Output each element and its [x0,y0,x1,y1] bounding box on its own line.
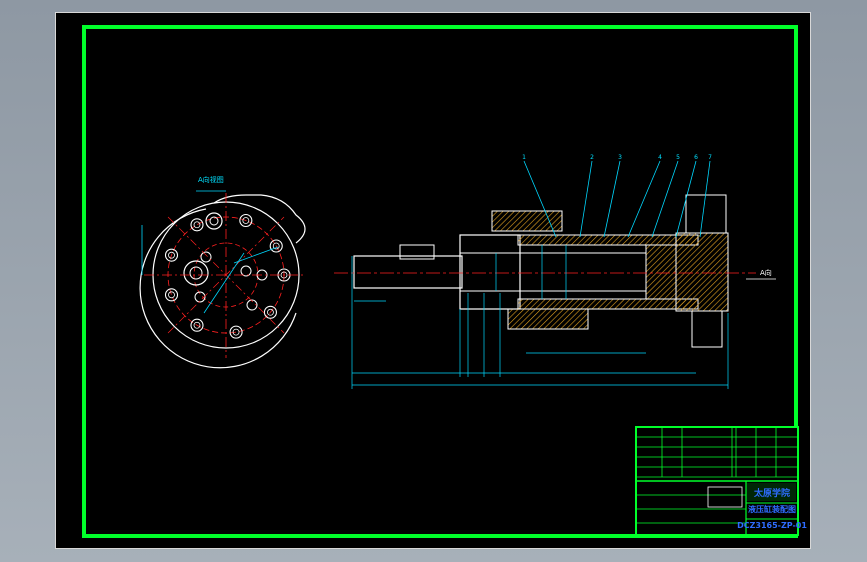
bolt-hole [190,318,204,332]
school-cell [746,483,796,501]
bolt-hole-inner [232,328,240,336]
bore-circle-inner [189,266,203,280]
title-block: 太原学院 液压缸装配图 DCZ3165-ZP-01 [635,426,807,536]
tb-sub-box [707,486,743,508]
leader-line [603,160,621,238]
bolt-hole-inner [267,308,274,316]
bolt-hole-inner [168,251,175,259]
leader-line [579,160,593,238]
rear-cap [685,194,727,234]
front-flange [491,210,563,232]
leader-line [699,160,711,238]
inner-hole [194,291,206,303]
bolt-hole [229,325,243,339]
part-number: 6 [694,154,698,161]
bolt-hole-inner [280,271,288,279]
bolt-hole-inner [193,321,201,329]
drawing-frame [82,25,798,538]
part-number: 1 [522,154,526,161]
part-number: 2 [590,154,594,161]
drawing-sheet[interactable]: A向视图 [55,12,811,549]
bolt-holes [164,213,291,339]
rear-port [691,310,723,348]
bolt-hole [190,218,204,232]
section-view: 1 2 3 4 5 6 7 A向 [334,154,776,389]
title-block-grid [636,427,798,535]
school-name: 太原学院 [753,487,790,499]
barrel-top [517,234,699,246]
drawing-number: DCZ3165-ZP-01 [737,521,807,530]
bolt-hole [263,305,277,319]
port-circle-inner [209,216,219,226]
part-number: 7 [708,154,712,161]
view-arrow-label: A向 [760,268,772,277]
part-number: 4 [658,154,662,161]
leader-line [627,160,661,238]
bolt-hole-inner [193,221,201,229]
leader-line [651,160,679,238]
port-circle [205,212,223,230]
inner-hole [246,299,258,311]
part-number: 3 [618,154,622,161]
view-title: A向视图 [198,175,224,184]
center-line-d2 [167,216,285,334]
bolt-hole [239,213,253,228]
drawing-name: 液压缸装配图 [748,504,796,514]
leader-line [523,160,557,238]
bolt-hole [164,248,179,262]
bore-circle [183,260,209,286]
assembly-drawing: A向视图 [82,25,807,538]
piston [645,244,677,300]
bolt-hole [269,239,283,253]
barrel-bottom [517,298,699,310]
part-leaders: 1 2 3 4 5 6 7 [522,154,712,238]
end-view: A向视图 [139,175,306,369]
part-number: 5 [676,154,680,161]
bolt-hole-inner [272,242,280,250]
bolt-hole [164,288,179,302]
inner-hole [200,251,212,263]
flange-outline [139,194,306,369]
bolt-hole-inner [168,291,175,299]
rear-head [675,232,729,312]
piston-rod [459,252,647,292]
front-flange-bottom [507,308,589,330]
front-head [459,234,521,310]
dim-diag-2 [233,246,279,264]
rod-end [353,255,463,289]
dim-diag [203,252,245,314]
inner-hole [240,265,252,277]
bolt-hole-inner [242,217,250,224]
rod-thread [399,244,435,260]
leader-line [675,160,697,238]
